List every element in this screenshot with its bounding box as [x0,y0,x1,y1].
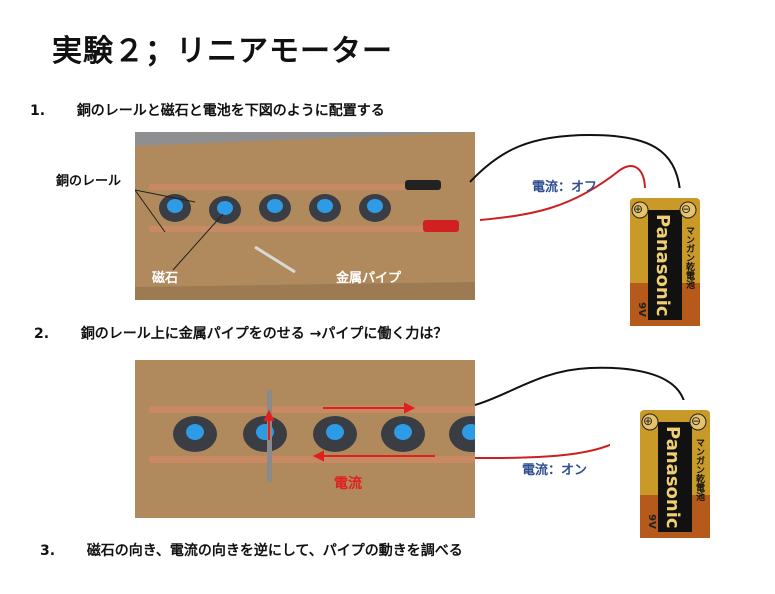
magnets [159,194,391,224]
step-2-number: 2. [34,326,50,342]
battery-1-plus: ⊕ [633,202,644,216]
battery-2-voltage: 9V [645,514,657,529]
battery-1-brand: Panasonic [652,214,673,317]
clips [405,180,459,232]
step-1-number: 1. [30,103,46,119]
label-rail: 銅のレール [56,174,122,189]
wires-1 [469,133,681,221]
battery-2-minus: ⊖ [691,414,702,428]
battery-1-drawing [630,198,700,326]
label-pipe: 金属パイプ [336,271,402,286]
label-current-off: 電流：オフ [532,180,598,195]
battery-2-brand: Panasonic [662,426,683,529]
photo-current [135,360,475,518]
current-arrows [263,402,435,462]
battery-2: Panasonic マンガン乾電池 9V ⊕ ⊖ [610,400,743,540]
step-3-number: 3. [40,543,56,559]
battery-2-drawing [640,410,710,538]
step-2: 2. 銅のレール上に金属パイプをのせる →パイプに働く力は？ [34,323,447,343]
magnets-2 [173,416,475,452]
rail-bottom-2 [149,456,475,463]
step-2-text: 銅のレール上に金属パイプをのせる →パイプに働く力は？ [80,326,448,342]
photo-setup-drawing [135,132,475,300]
label-magnet: 磁石 [152,271,179,286]
battery-1-minus: ⊖ [681,202,692,216]
rail-top [149,184,419,190]
photo-setup [135,132,475,300]
rail-top-2 [149,406,475,413]
page-title: 実験２；リニアモーター [52,34,393,69]
label-current: 電流 [334,476,362,492]
step-1: 1. 銅のレールと磁石と電池を下図のように配置する [30,100,385,120]
photo-current-drawing [135,360,475,518]
battery-2-model: マンガン乾電池 [694,438,704,501]
battery-1: Panasonic マンガン乾電池 9V ⊕ ⊖ [600,188,733,328]
battery-1-model: マンガン乾電池 [684,226,694,289]
rail-bottom [149,226,434,232]
battery-1-voltage: 9V [635,302,647,317]
step-1-text: 銅のレールと磁石と電池を下図のように配置する [76,103,385,119]
metal-pipe [254,245,296,274]
step-3: 3. 磁石の向き、電流の向きを逆にして、パイプの動きを調べる [40,540,463,560]
label-current-on: 電流：オン [522,463,588,478]
step-3-text: 磁石の向き、電流の向きを逆にして、パイプの動きを調べる [86,543,463,559]
battery-2-plus: ⊕ [643,414,654,428]
